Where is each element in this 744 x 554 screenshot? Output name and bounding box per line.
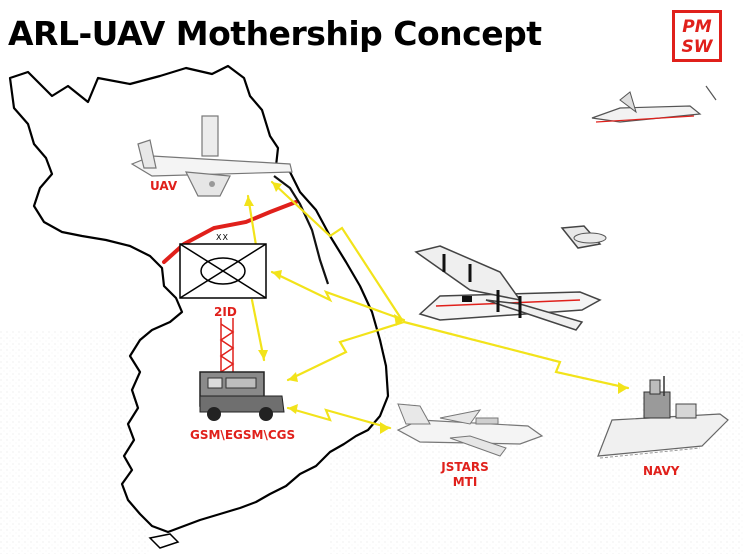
division-unit-symbol	[179, 243, 267, 299]
link-2id-mothership	[270, 270, 406, 322]
page-title: ARL-UAV Mothership Concept	[8, 14, 542, 53]
ground-station-vehicle-icon	[199, 371, 285, 421]
jstars-aircraft-icon	[396, 403, 544, 457]
link-gsm-mothership	[286, 320, 406, 382]
navy-ship-icon	[597, 376, 729, 459]
island	[148, 533, 180, 549]
link-gsm-jstars	[286, 406, 392, 430]
east-border-line	[273, 175, 330, 285]
link-mothership-navy	[402, 320, 630, 390]
uav-label: UAV	[150, 179, 178, 193]
mothership-aircraft-icon	[414, 225, 607, 331]
jstars-label: JSTARS	[441, 460, 489, 474]
navy-label: NAVY	[643, 464, 680, 478]
logo-line-2: SW	[681, 37, 713, 57]
uav-aircraft-icon	[130, 115, 293, 197]
pmsw-logo: PM SW	[672, 10, 722, 62]
top-right-aircraft-icon	[591, 85, 717, 123]
division-label: 2ID	[214, 305, 237, 319]
link-uav-mothership	[270, 180, 404, 322]
peninsula-outline	[8, 64, 390, 534]
logo-line-1: PM	[682, 17, 712, 37]
ground-station-label: GSM\EGSM\CGS	[190, 428, 296, 442]
antenna-tower-icon	[219, 318, 235, 376]
mti-label: MTI	[452, 475, 478, 489]
sea-texture-west	[0, 330, 150, 554]
unit-echelon-mark: XX	[216, 233, 229, 242]
